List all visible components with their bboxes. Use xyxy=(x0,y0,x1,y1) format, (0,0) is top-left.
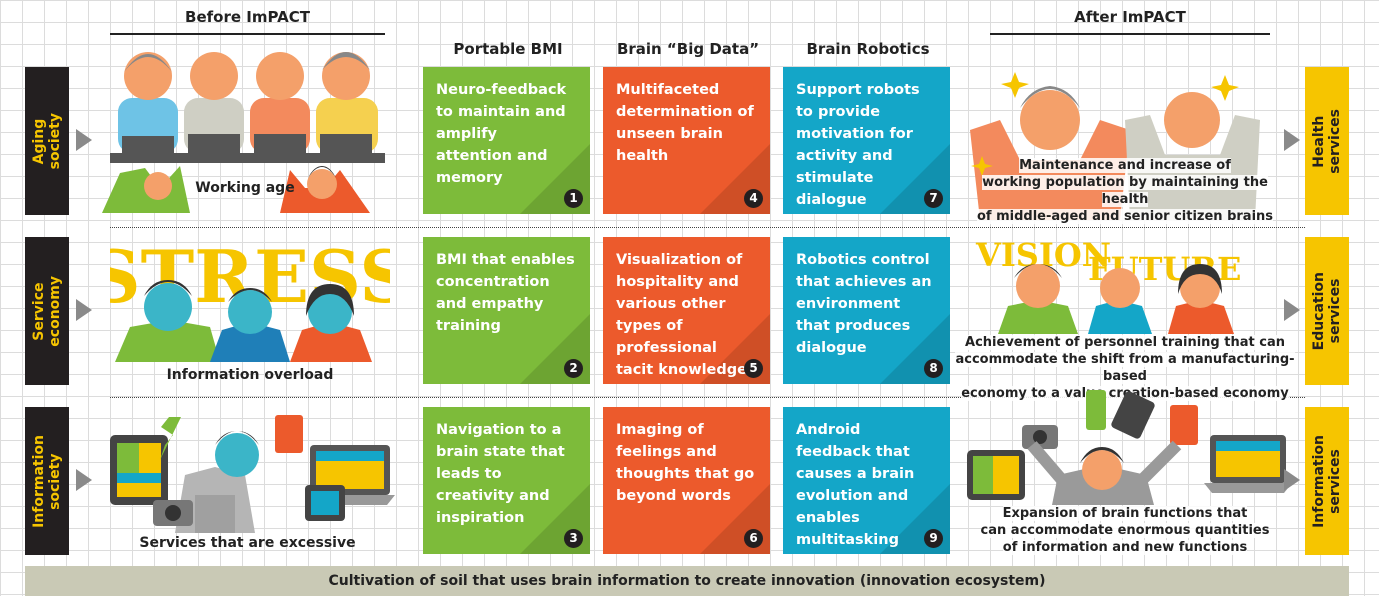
aging-seniors-illustration xyxy=(102,52,385,213)
row-label-text: Service economy xyxy=(31,275,63,347)
arrow-right-icon xyxy=(76,129,92,151)
number-badge-icon: 8 xyxy=(924,359,943,378)
service-label-text: Health services xyxy=(1311,108,1343,174)
card-text: Robotics control that achieves an enviro… xyxy=(796,252,932,356)
service-label-text: Information services xyxy=(1311,434,1343,528)
trainees-illustration: VISION FUTURE xyxy=(975,236,1241,334)
header-before-rule xyxy=(110,33,385,35)
after-caption-health: Maintenance and increase of working popu… xyxy=(960,157,1290,225)
header-brain-big-data: Brain “Big Data” xyxy=(616,40,760,58)
header-brain-robotics: Brain Robotics xyxy=(806,40,930,58)
number-badge-icon: 5 xyxy=(744,359,763,378)
card-text: Multifaceted determination of unseen bra… xyxy=(616,82,754,164)
number-badge-icon: 4 xyxy=(744,189,763,208)
card-text: BMI that enables concentration and empat… xyxy=(436,252,575,334)
arrow-right-icon xyxy=(1284,299,1300,321)
row-label-aging-society: Aging society xyxy=(25,67,69,215)
overwhelmed-user-illustration xyxy=(110,415,395,533)
card-robotics-8: Robotics control that achieves an enviro… xyxy=(783,237,950,384)
after-caption-information: Expansion of brain functions that can ac… xyxy=(975,505,1275,556)
arrow-right-icon xyxy=(1284,469,1300,491)
service-label-information: Information services xyxy=(1305,407,1349,555)
multitasking-user-illustration xyxy=(967,390,1292,505)
service-label-text: Education services xyxy=(1311,271,1343,351)
row-divider xyxy=(110,227,1305,228)
before-caption-information-overload: Information overload xyxy=(166,367,334,383)
number-badge-icon: 2 xyxy=(564,359,583,378)
number-badge-icon: 7 xyxy=(924,189,943,208)
card-portable-bmi-3: Navigation to a brain state that leads t… xyxy=(423,407,590,554)
row-label-information-society: Information society xyxy=(25,407,69,555)
header-after: After ImPACT xyxy=(1074,8,1186,26)
after-caption-text: Maintenance and increase of working popu… xyxy=(976,158,1274,224)
arrow-right-icon xyxy=(76,469,92,491)
row-divider xyxy=(110,397,1305,398)
card-text: Imaging of feelings and thoughts that go… xyxy=(616,422,755,504)
row-label-text: Aging society xyxy=(31,112,63,170)
arrow-right-icon xyxy=(1284,129,1300,151)
card-big-data-6: Imaging of feelings and thoughts that go… xyxy=(603,407,770,554)
card-portable-bmi-2: BMI that enables concentration and empat… xyxy=(423,237,590,384)
innovation-ecosystem-bar: Cultivation of soil that uses brain info… xyxy=(25,566,1349,596)
header-before: Before ImPACT xyxy=(185,8,310,26)
card-text: Neuro-feedback to maintain and amplify a… xyxy=(436,82,567,186)
stressed-workers-illustration: STRESS xyxy=(110,234,390,362)
number-badge-icon: 1 xyxy=(564,189,583,208)
card-portable-bmi-1: Neuro-feedback to maintain and amplify a… xyxy=(423,67,590,214)
card-text: Android feedback that causes a brain evo… xyxy=(796,422,915,548)
service-label-health: Health services xyxy=(1305,67,1349,215)
header-after-rule xyxy=(990,33,1270,35)
after-caption-text: Expansion of brain functions that can ac… xyxy=(980,506,1270,555)
before-caption-working-age: Working age xyxy=(195,180,295,196)
number-badge-icon: 6 xyxy=(744,529,763,548)
row-label-text: Information society xyxy=(31,434,63,528)
card-robotics-9: Android feedback that causes a brain evo… xyxy=(783,407,950,554)
card-big-data-4: Multifaceted determination of unseen bra… xyxy=(603,67,770,214)
card-text: Support robots to provide motivation for… xyxy=(796,82,920,208)
card-text: Visualization of hospitality and various… xyxy=(616,252,747,378)
arrow-right-icon xyxy=(76,299,92,321)
card-text: Navigation to a brain state that leads t… xyxy=(436,422,565,526)
number-badge-icon: 3 xyxy=(564,529,583,548)
service-label-education: Education services xyxy=(1305,237,1349,385)
row-label-service-economy: Service economy xyxy=(25,237,69,385)
card-robotics-7: Support robots to provide motivation for… xyxy=(783,67,950,214)
number-badge-icon: 9 xyxy=(924,529,943,548)
header-portable-bmi: Portable BMI xyxy=(453,40,563,58)
before-caption-excessive-services: Services that are excessive xyxy=(139,535,356,551)
after-caption-education: Achievement of personnel training that c… xyxy=(950,334,1300,402)
card-big-data-5: Visualization of hospitality and various… xyxy=(603,237,770,384)
